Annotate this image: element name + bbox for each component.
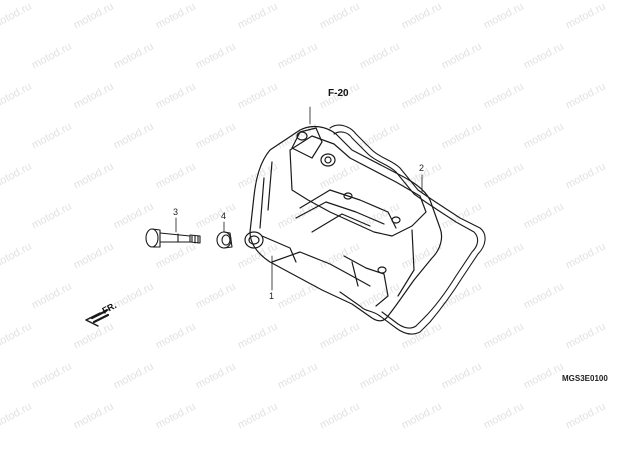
gasket-outline — [329, 124, 486, 335]
seal-washer — [216, 231, 233, 249]
front-direction-arrow-icon — [85, 309, 110, 327]
callout-3: 3 — [173, 207, 179, 217]
callout-1: 1 — [269, 291, 275, 301]
callout-4: 4 — [221, 211, 227, 221]
leader-lines — [175, 106, 423, 291]
reference-label: F-20 — [328, 88, 349, 99]
callout-2: 2 — [419, 163, 425, 173]
head-cover-body — [244, 125, 443, 322]
diagram-code: MGS3E0100 — [562, 374, 608, 383]
flange-bolt — [145, 228, 201, 248]
